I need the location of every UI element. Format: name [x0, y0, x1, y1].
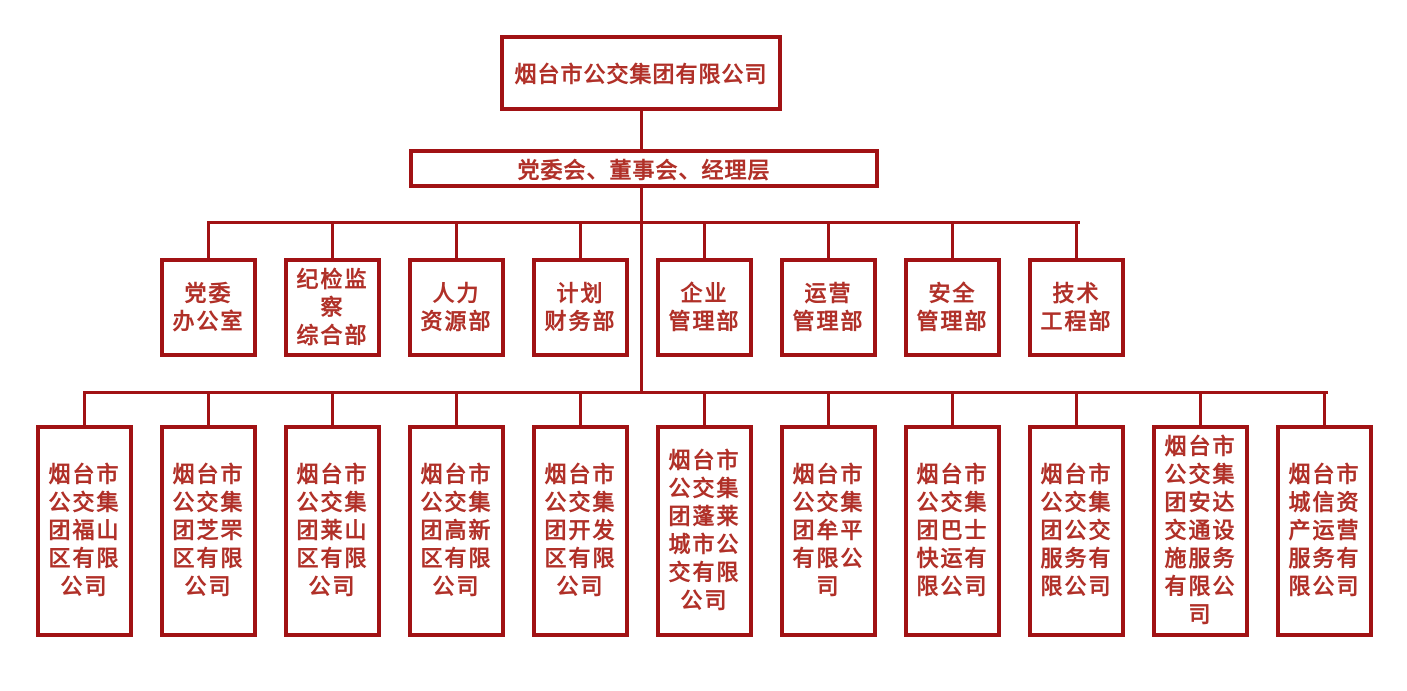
- dept-box-party-committee-office: 党委 办公室: [160, 258, 257, 357]
- subsidiary-box-bus-express: 烟台市 公交集 团巴士 快运有 限公司: [904, 425, 1001, 637]
- dept-box-safety-management: 安全 管理部: [904, 258, 1001, 357]
- connector-departments-rail: [207, 221, 1080, 224]
- connector-subsidiary-stub: [1199, 391, 1202, 425]
- connector-root-to-governance: [640, 110, 643, 150]
- connector-subsidiary-stub: [827, 391, 830, 425]
- subsidiary-box-anda-traffic-facilities: 烟台市 公交集 团安达 交通设 施服务 有限公 司: [1152, 425, 1249, 637]
- connector-central-spine: [640, 187, 643, 393]
- connector-subsidiary-stub: [579, 391, 582, 425]
- connector-dept-stub: [827, 221, 830, 258]
- connector-dept-stub: [331, 221, 334, 258]
- subsidiary-box-gaoxin: 烟台市 公交集 团高新 区有限 公司: [408, 425, 505, 637]
- governance-box: 党委会、董事会、经理层: [409, 149, 879, 188]
- connector-subsidiary-stub: [1323, 391, 1326, 425]
- connector-subsidiary-stub: [331, 391, 334, 425]
- subsidiary-box-laishan: 烟台市 公交集 团莱山 区有限 公司: [284, 425, 381, 637]
- subsidiary-box-muping: 烟台市 公交集 团牟平 有限公 司: [780, 425, 877, 637]
- connector-dept-stub: [579, 221, 582, 258]
- connector-dept-stub: [1075, 221, 1078, 258]
- dept-box-technology-engineering: 技术 工程部: [1028, 258, 1125, 357]
- dept-box-enterprise-management: 企业 管理部: [656, 258, 753, 357]
- connector-dept-stub: [455, 221, 458, 258]
- dept-box-operations-management: 运营 管理部: [780, 258, 877, 357]
- connector-subsidiary-stub: [207, 391, 210, 425]
- dept-box-planning-finance: 计划 财务部: [532, 258, 629, 357]
- subsidiary-box-zhifu: 烟台市 公交集 团芝罘 区有限 公司: [160, 425, 257, 637]
- connector-subsidiary-stub: [703, 391, 706, 425]
- connector-subsidiary-stub: [951, 391, 954, 425]
- dept-box-human-resources: 人力 资源部: [408, 258, 505, 357]
- org-root-box: 烟台市公交集团有限公司: [500, 35, 782, 111]
- connector-subsidiary-stub: [455, 391, 458, 425]
- connector-subsidiary-stub: [1075, 391, 1078, 425]
- subsidiary-box-fushan: 烟台市 公交集 团福山 区有限 公司: [36, 425, 133, 637]
- subsidiary-box-chengxin-assets: 烟台市 城信资 产运营 服务有 限公司: [1276, 425, 1373, 637]
- subsidiary-box-transit-service: 烟台市 公交集 团公交 服务有 限公司: [1028, 425, 1125, 637]
- connector-dept-stub: [207, 221, 210, 258]
- connector-subsidiary-stub: [83, 391, 86, 425]
- subsidiary-box-penglai: 烟台市 公交集 团蓬莱 城市公 交有限 公司: [656, 425, 753, 637]
- dept-box-discipline-inspection: 纪检监 察 综合部: [284, 258, 381, 357]
- subsidiary-box-kaifa: 烟台市 公交集 团开发 区有限 公司: [532, 425, 629, 637]
- connector-dept-stub: [951, 221, 954, 258]
- connector-dept-stub: [703, 221, 706, 258]
